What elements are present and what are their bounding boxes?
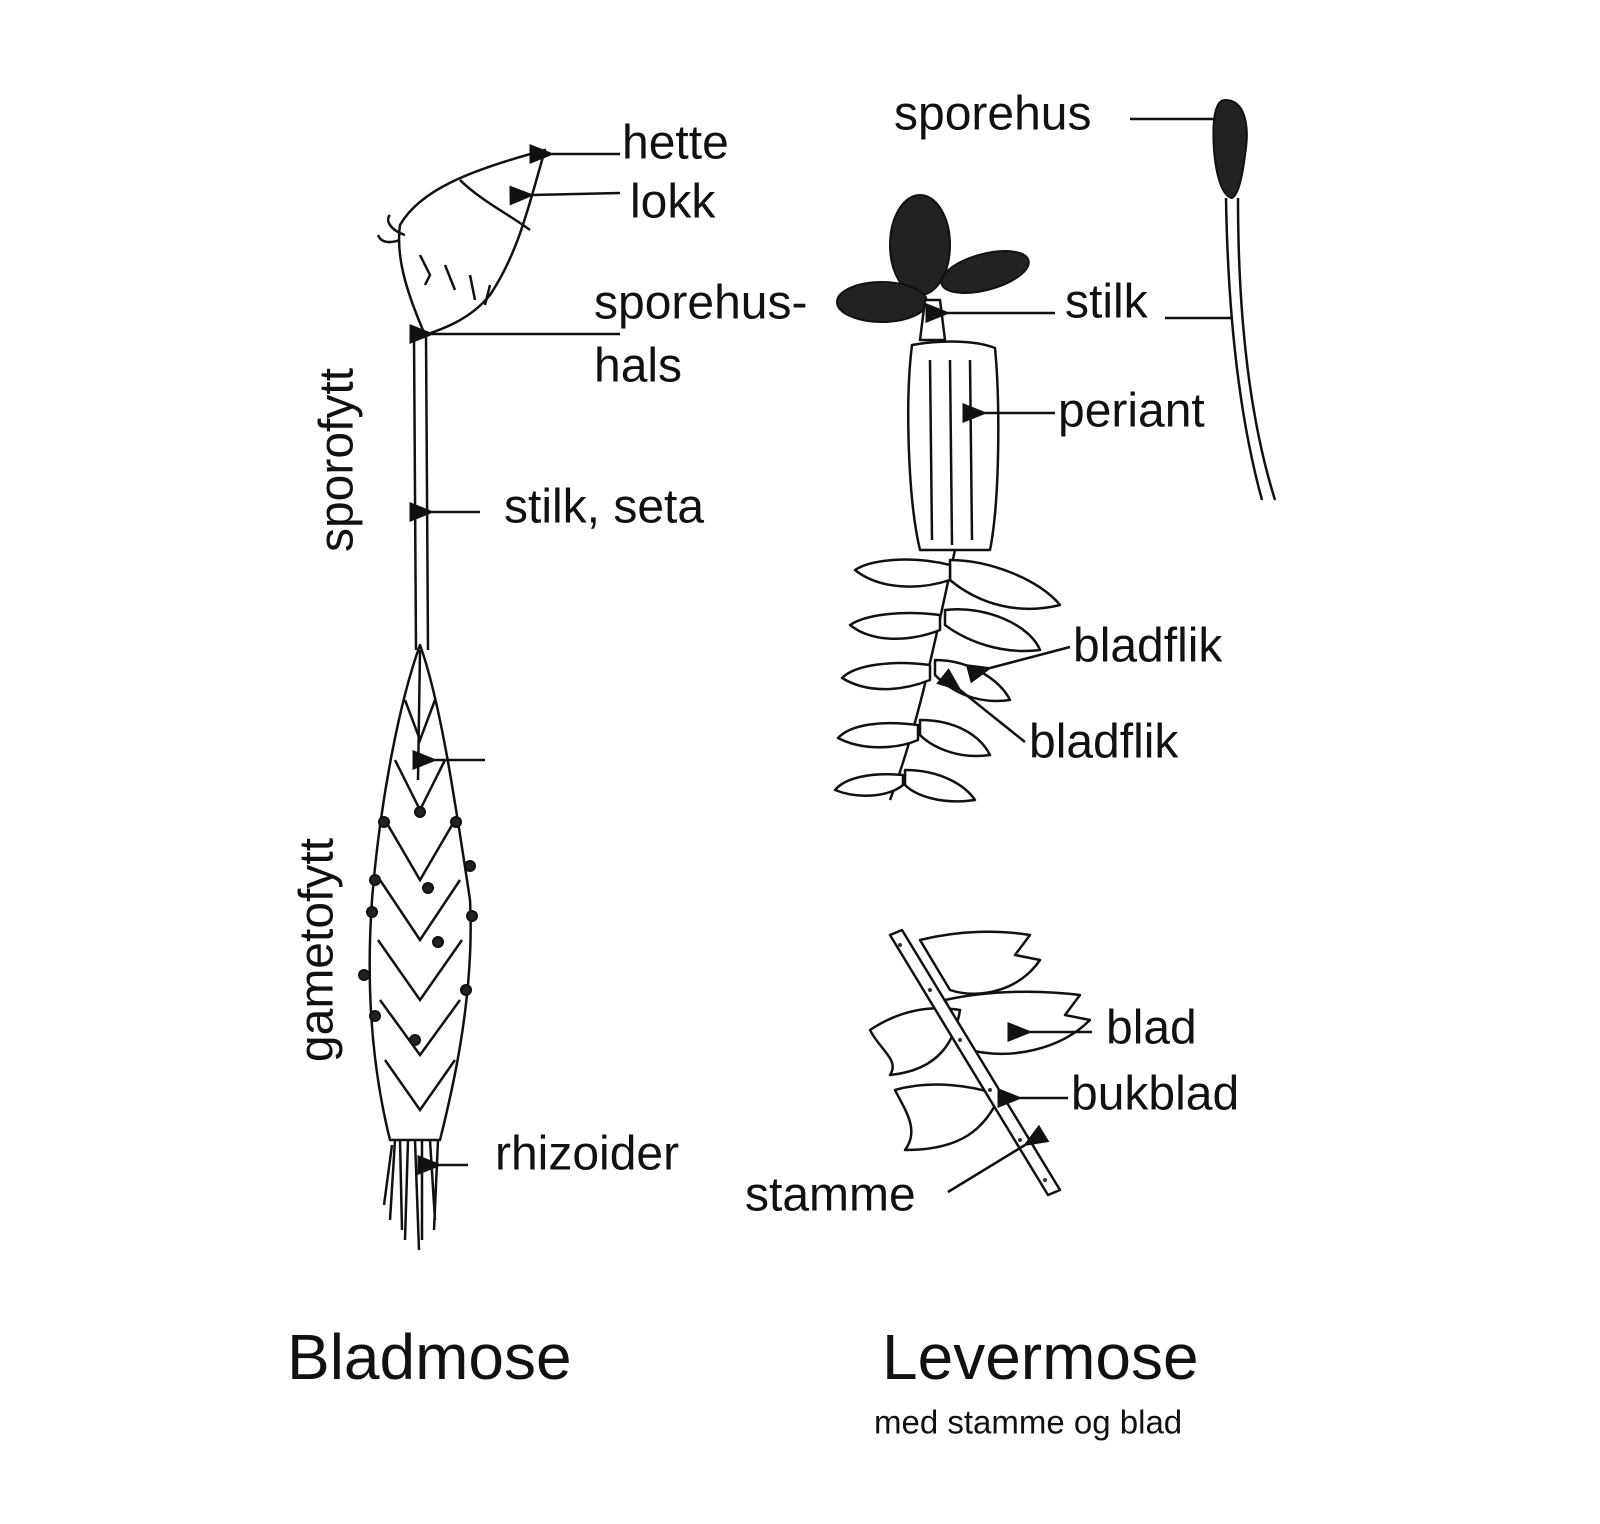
label-bladflik-2: bladflik — [1029, 716, 1179, 769]
title-bladmose: Bladmose — [287, 1321, 572, 1393]
label-hette: hette — [622, 117, 729, 170]
label-bukblad: bukblad — [1071, 1068, 1239, 1121]
label-sporehushals-1: sporehus- — [594, 277, 807, 330]
bladmose-illustration — [358, 148, 547, 1251]
label-periant: periant — [1058, 385, 1205, 438]
label-lokk: lokk — [630, 176, 716, 229]
label-gametofytt: gametofytt — [291, 838, 344, 1062]
label-stilk: stilk — [1065, 276, 1149, 329]
label-rhizoider: rhizoider — [495, 1128, 679, 1181]
levermose-pointers — [925, 117, 1232, 1194]
label-bladflik-1: bladflik — [1073, 620, 1223, 673]
title-levermose: Levermose — [882, 1321, 1199, 1393]
capsule — [397, 148, 547, 337]
label-stamme: stamme — [745, 1169, 916, 1222]
label-sporehus: sporehus — [894, 88, 1091, 141]
bladmose-pointers — [409, 144, 621, 1175]
label-blad: blad — [1106, 1002, 1197, 1055]
label-stilk-seta: stilk, seta — [504, 481, 704, 534]
label-sporehushals-2: hals — [594, 340, 682, 393]
label-sporofytt: sporofytt — [311, 368, 364, 552]
subtitle-levermose: med stamme og blad — [874, 1404, 1182, 1441]
